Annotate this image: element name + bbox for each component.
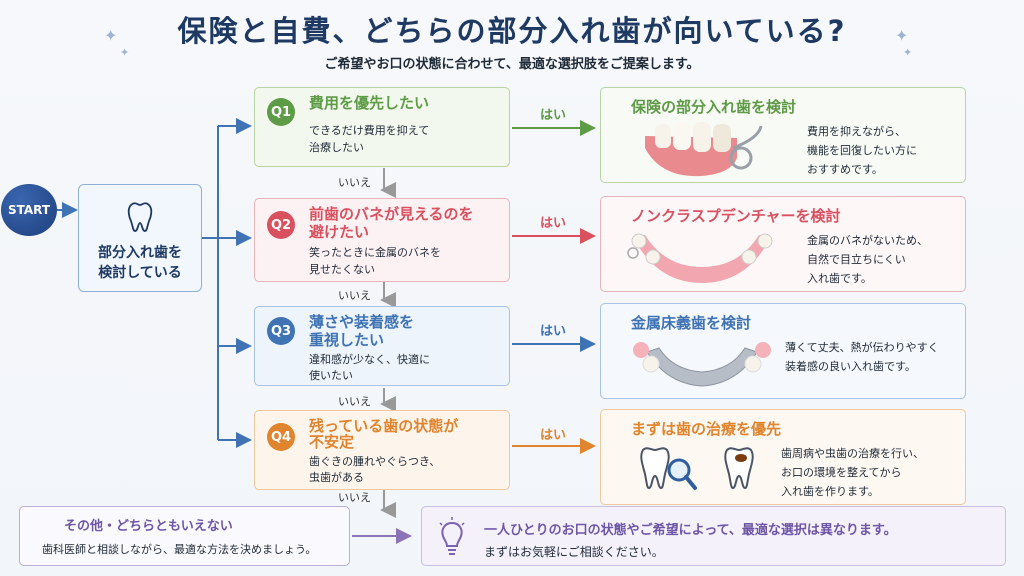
decayed-tooth-icon <box>724 447 754 490</box>
no-label: いいえ <box>338 176 371 189</box>
question-badge: Q3 <box>267 317 295 345</box>
yes-label: はい <box>540 428 567 443</box>
question-box-q3: Q3 薄さや装着感を 重視したい 違和感が少なく、快適に 使いたい <box>254 306 510 386</box>
answer-desc-line1: 金属のバネがないため、 <box>807 234 928 247</box>
page-title: 保険と自費、どちらの部分入れ歯が向いている? <box>177 14 847 48</box>
other-title: その他・どちらともいえない <box>64 519 233 534</box>
question-badge: Q1 <box>267 98 295 126</box>
tooth-search-icon <box>640 447 697 490</box>
answer-desc-line2: 装着感の良い入れ歯です。 <box>785 360 916 373</box>
question-badge: Q4 <box>267 423 295 451</box>
sparkle-icon: ✦ <box>895 26 909 45</box>
sparkle-icon: ✦ <box>104 26 118 45</box>
other-box: その他・どちらともいえない 歯科医師と相談しながら、最適な方法を決めましょう。 <box>19 506 350 566</box>
no-label: いいえ <box>338 395 371 408</box>
yes-label: はい <box>540 108 567 123</box>
denture-image <box>633 342 771 387</box>
question-title-line2: 不安定 <box>309 433 355 451</box>
yes-label: はい <box>540 324 567 339</box>
start-label-line1: 部分入れ歯を <box>98 245 182 261</box>
other-desc: 歯科医師と相談しながら、最適な方法を決めましょう。 <box>42 543 317 556</box>
tooth-icon <box>79 201 201 237</box>
note-line1: 一人ひとりのお口の状態やご希望によって、最適な選択は異なります。 <box>484 523 897 538</box>
question-title-line2: 避けたい <box>309 223 370 241</box>
question-title-line1: 前歯のバネが見えるのを <box>309 205 474 223</box>
answer-desc-line3: 入れ歯です。 <box>807 272 872 285</box>
note-box: 一人ひとりのお口の状態やご希望によって、最適な選択は異なります。 まずはお気軽に… <box>421 506 1006 566</box>
answer-desc-line3: 入れ歯を作ります。 <box>781 485 879 498</box>
answer-title: 金属床義歯を検討 <box>631 314 752 332</box>
question-desc-line2: 治療したい <box>309 141 364 154</box>
answer-box-nonclasp-denture: ノンクラスプデンチャーを検討 金属のバネがないため、 自然で目立ちにくい 入れ歯… <box>600 196 966 292</box>
page-subtitle: ご希望やお口の状態に合わせて、最適な選択肢をご提案します。 <box>324 57 700 72</box>
question-title: 費用を優先したい <box>309 94 430 112</box>
start-badge: START <box>1 184 57 236</box>
no-label: いいえ <box>338 289 371 302</box>
answer-box-insurance-denture: 保険の部分入れ歯を検討 費用を抑えながら、 機能を回復したい方に おすすめです。 <box>600 87 966 183</box>
sparkle-icon: ✦ <box>903 46 913 59</box>
question-title-line1: 薄さや装着感を <box>309 313 415 331</box>
start-label-line2: 検討している <box>98 265 182 281</box>
question-box-q1: Q1 費用を優先したい できるだけ費用を抑えて 治療したい <box>254 87 510 167</box>
question-title-line2: 重視したい <box>309 331 385 349</box>
lightbulb-icon <box>439 517 465 555</box>
answer-desc-line2: お口の環境を整えてから <box>781 466 902 479</box>
answer-desc-line2: 機能を回復したい方に <box>807 144 917 157</box>
no-label: いいえ <box>338 491 371 504</box>
question-desc-line2: 見せたくない <box>309 263 375 276</box>
question-title-line1: 残っている歯の状態が <box>309 417 459 435</box>
question-desc-line2: 使いたい <box>309 369 353 382</box>
note-line2: まずはお気軽にご相談ください。 <box>484 545 664 559</box>
question-desc-line1: できるだけ費用を抑えて <box>309 124 430 137</box>
answer-title: ノンクラスプデンチャーを検討 <box>631 207 841 225</box>
question-box-q2: Q2 前歯のバネが見えるのを 避けたい 笑ったときに金属のバネを 見せたくない <box>254 198 510 282</box>
answer-desc-line1: 費用を抑えながら、 <box>807 125 906 138</box>
question-desc-line1: 笑ったときに金属のバネを <box>309 246 441 259</box>
answer-title: まずは歯の治療を優先 <box>631 420 782 438</box>
answer-desc-line1: 歯周病や虫歯の治療を行い、 <box>781 447 924 460</box>
answer-box-metal-base-denture: 金属床義歯を検討 薄くて丈夫、熱が伝わりやすく 装着感の良い入れ歯です。 <box>600 303 966 399</box>
answer-desc-line3: おすすめです。 <box>807 163 883 176</box>
denture-image <box>645 122 763 177</box>
question-box-q4: Q4 残っている歯の状態が 不安定 歯ぐきの腫れやぐらつき、 虫歯がある <box>254 410 510 490</box>
question-desc-line1: 違和感が少なく、快適に <box>309 353 430 366</box>
question-desc-line1: 歯ぐきの腫れやぐらつき、 <box>309 455 441 468</box>
answer-desc-line2: 自然で目立ちにくい <box>807 253 906 266</box>
answer-desc-line1: 薄くて丈夫、熱が伝わりやすく <box>785 341 939 354</box>
denture-image <box>627 233 773 283</box>
question-desc-line2: 虫歯がある <box>309 471 364 484</box>
answer-box-treatment-first: まずは歯の治療を優先 歯周病や虫歯の治療を行い、 お口の環境を整えてから 入れ歯… <box>600 409 966 505</box>
answer-title: 保険の部分入れ歯を検討 <box>631 98 797 116</box>
yes-label: はい <box>540 216 567 231</box>
question-badge: Q2 <box>267 211 295 239</box>
start-box: 部分入れ歯を 検討している <box>78 184 202 292</box>
sparkle-icon: ✦ <box>120 46 130 59</box>
